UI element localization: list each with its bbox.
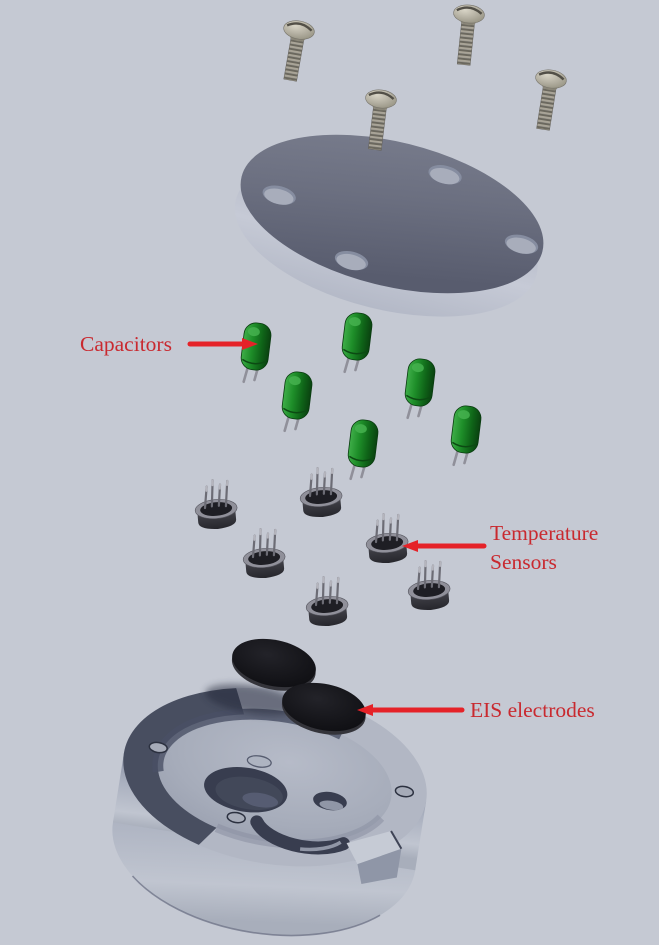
annotation-leaders: [187, 338, 487, 716]
base-housing-center-hole: [204, 767, 288, 813]
eis-electrodes-arrowhead-icon: [357, 704, 373, 716]
temperature-sensors-arrowhead-icon: [402, 540, 418, 552]
base-housing-rim-holes: [148, 741, 415, 824]
cover-plate-screw-holes: [262, 165, 539, 271]
capacitors-arrowhead-icon: [242, 338, 258, 350]
cover-plate-top-face: [240, 134, 544, 294]
electrode-shadow: [205, 684, 301, 716]
cover-plate: [234, 134, 544, 317]
eis-electrodes-label: EIS electrodes: [470, 698, 595, 722]
base-housing-small-hole: [313, 791, 347, 811]
base-housing-notch: [346, 830, 403, 884]
temperature-sensors-label: Temperature Sensors: [490, 521, 599, 574]
base-housing-dimple: [246, 755, 272, 768]
base-housing-shadowed-ring: [123, 688, 245, 845]
base-housing: [112, 684, 427, 937]
capacitors-label: Capacitors: [80, 332, 172, 356]
